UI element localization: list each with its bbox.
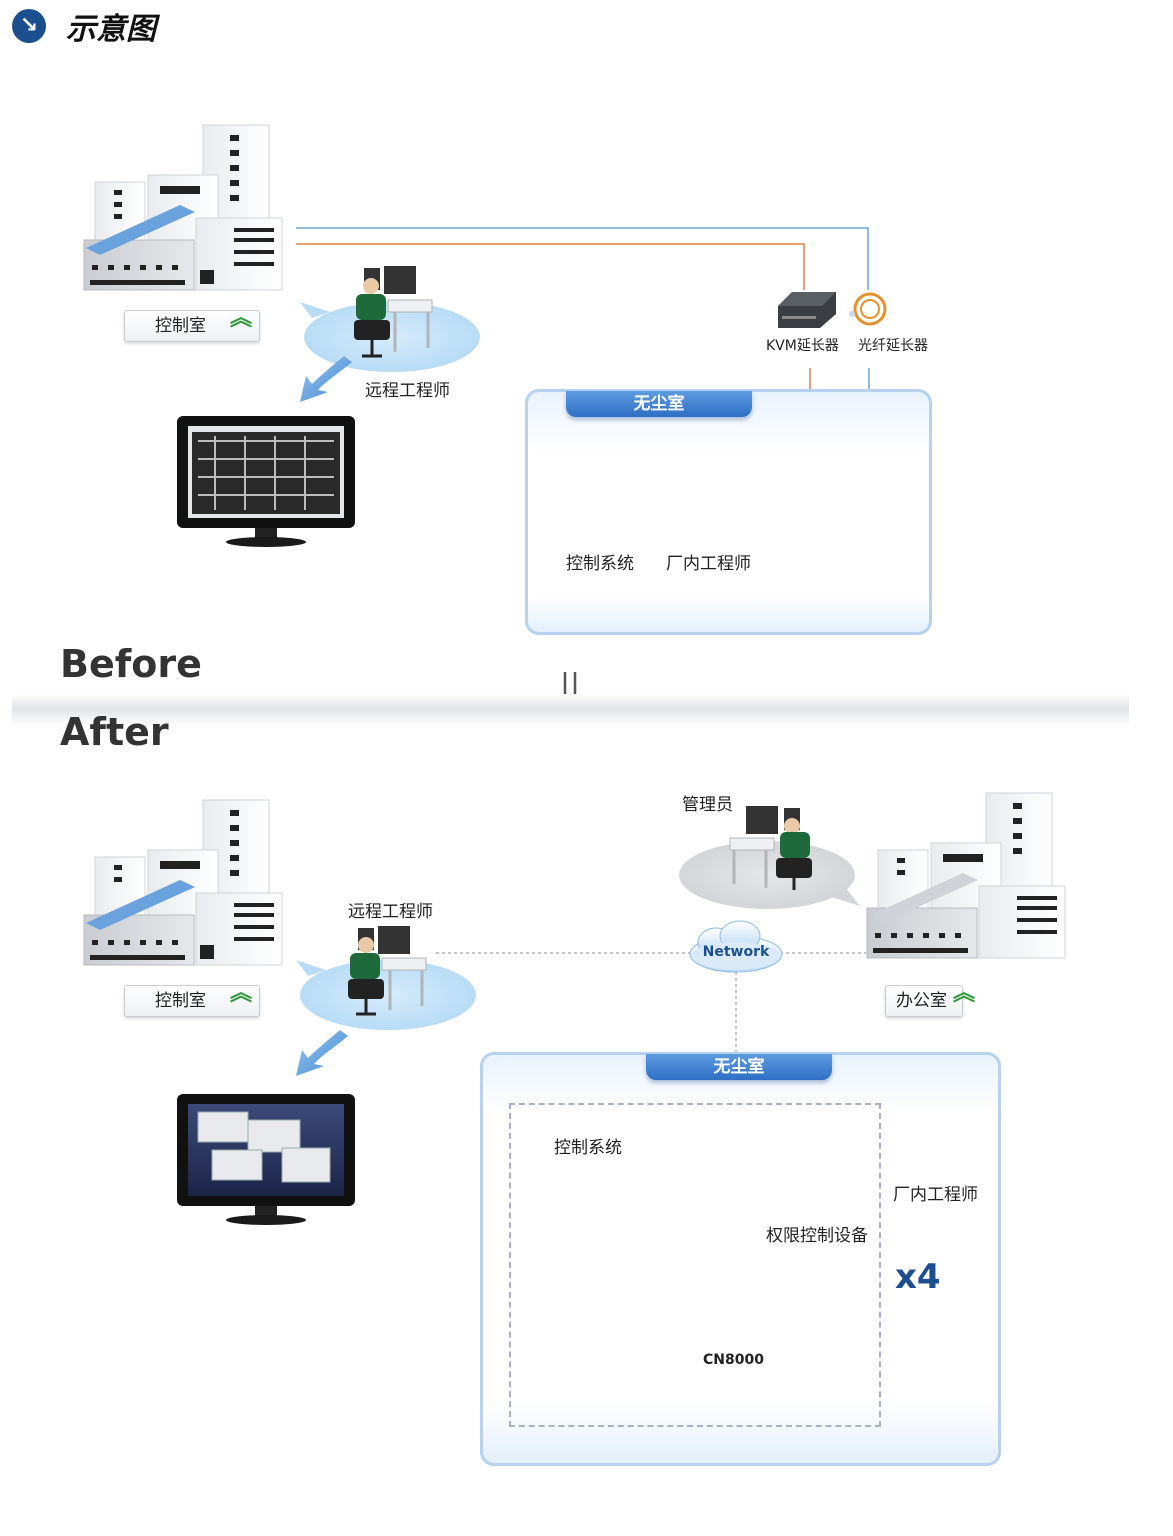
chevron-up-icon: ︽: [953, 981, 976, 1006]
monitor-before: [177, 416, 355, 547]
control-system-label-before: 控制系统: [566, 554, 634, 574]
network-label: Network: [702, 944, 770, 960]
after-section-label: After: [60, 710, 169, 754]
administrator-label: 管理员: [682, 795, 733, 815]
remote-engineer-label-after: 远程工程师: [348, 902, 433, 922]
remote-engineer-label-before: 远程工程师: [365, 381, 450, 401]
remote-engineer-illustration-before: [300, 266, 480, 372]
office-label: 办公室: [896, 991, 947, 1011]
cn8000-label: CN8000: [703, 1352, 764, 1368]
before-section-label: Before: [60, 642, 202, 686]
factory-engineer-label-before: 厂内工程师: [666, 554, 751, 574]
kvm-extender-label: KVM延长器: [766, 338, 839, 354]
page-title: 示意图: [66, 12, 156, 47]
multiplier-label: x4: [895, 1257, 941, 1297]
control-room-tag-before: 控制室: [124, 310, 260, 342]
arrow-down-left-icon: [300, 356, 352, 402]
cleanroom-tab-after: 无尘室: [646, 1054, 832, 1080]
control-system-label-after: 控制系统: [554, 1138, 622, 1158]
network-cloud-icon: [689, 920, 783, 973]
control-system-boundary: [509, 1103, 881, 1427]
page-header: ↘ 示意图: [12, 6, 156, 47]
office-tag: 办公室: [885, 985, 963, 1017]
cleanroom-box-after: [480, 1052, 1001, 1466]
cleanroom-tab-before: 无尘室: [566, 391, 752, 417]
or-badge: or: [579, 1321, 593, 1334]
control-room-label-after: 控制室: [155, 991, 206, 1011]
control-room-label-before: 控制室: [155, 316, 206, 336]
arrow-down-right-icon: ↘: [12, 9, 46, 43]
network-links: [436, 952, 866, 1056]
monitor-after: [177, 1094, 355, 1225]
office-building-after: [866, 792, 1066, 959]
fiber-extender-coil: [849, 292, 887, 326]
control-room-building-before: [83, 124, 283, 291]
section-divider: [12, 694, 1129, 726]
fiber-extender-label: 光纤延长器: [858, 338, 928, 354]
administrator-illustration: [679, 806, 860, 909]
arrow-down-left-icon: [296, 1030, 348, 1076]
cleanroom-box-before: [525, 389, 932, 635]
chevron-up-icon: ︽: [230, 981, 253, 1006]
access-device-label: 权限控制设备: [766, 1226, 868, 1246]
control-room-tag-after: 控制室: [124, 985, 260, 1017]
remote-engineer-illustration-after: [296, 926, 476, 1030]
kvm-extender-device: [778, 292, 836, 328]
control-room-building-after: [83, 799, 283, 966]
factory-engineer-label-after: 厂内工程师: [893, 1185, 978, 1205]
chevron-up-icon: ︽: [230, 306, 253, 331]
